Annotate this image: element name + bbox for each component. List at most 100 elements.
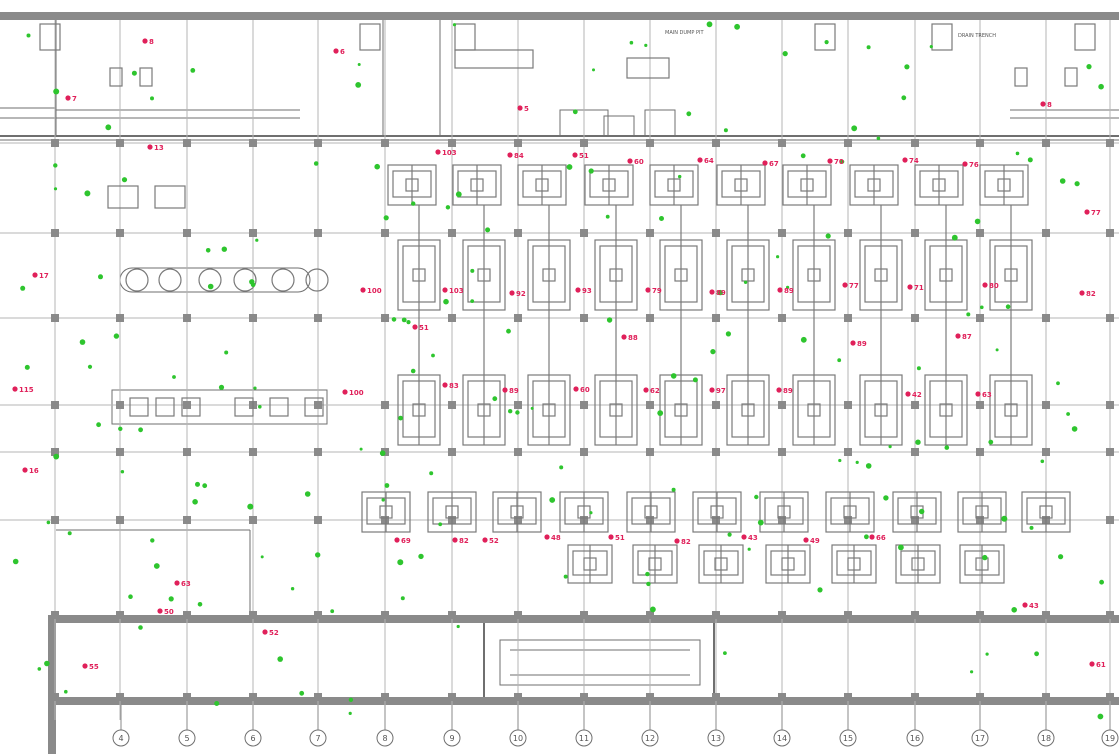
grid-bubble-label: 7 [315, 734, 320, 743]
green-marker [470, 268, 475, 273]
green-marker [1040, 459, 1045, 464]
green-marker [1034, 651, 1039, 657]
green-marker [851, 125, 858, 132]
column [844, 516, 852, 524]
column [448, 139, 456, 147]
grid-bubble-label: 13 [711, 734, 721, 743]
red-marker-dot [65, 95, 71, 101]
green-marker [589, 511, 593, 515]
grid-bubble-label: 18 [1041, 734, 1051, 743]
green-marker [1066, 412, 1070, 416]
column-grid [0, 20, 1119, 720]
green-marker [384, 483, 390, 488]
column [314, 448, 322, 456]
red-marker-label: 79 [652, 287, 662, 295]
red-marker-dot [507, 152, 513, 158]
equipment-unit [594, 374, 638, 446]
red-marker: 50 [157, 608, 174, 616]
red-marker-label: 89 [783, 387, 793, 395]
green-marker [20, 285, 26, 291]
column [1106, 516, 1114, 524]
red-marker-dot [982, 282, 988, 288]
column [778, 448, 786, 456]
column [448, 693, 456, 701]
green-marker [592, 68, 595, 72]
column [646, 611, 654, 619]
column [381, 229, 389, 237]
red-marker-dot [572, 152, 578, 158]
red-marker-dot [1022, 602, 1028, 608]
green-marker [710, 349, 716, 355]
green-marker [153, 563, 160, 569]
green-marker [915, 439, 921, 445]
column [183, 611, 191, 619]
grid-bubble: 10 [509, 705, 527, 747]
red-marker: 63 [174, 580, 191, 588]
green-marker [876, 136, 881, 141]
column [778, 516, 786, 524]
red-marker-dot [741, 534, 747, 540]
red-marker: 97 [709, 387, 726, 395]
red-marker: 43 [1022, 602, 1039, 610]
column [314, 401, 322, 409]
green-marker [776, 255, 780, 259]
red-marker-dot [842, 282, 848, 288]
green-marker [929, 45, 933, 49]
green-marker [723, 128, 728, 133]
red-marker: 89 [709, 289, 726, 297]
equipment-unit [989, 239, 1033, 311]
column [911, 448, 919, 456]
column [976, 139, 984, 147]
column [646, 229, 654, 237]
green-marker [605, 214, 610, 219]
green-marker [1099, 579, 1104, 585]
column [580, 448, 588, 456]
green-marker [566, 164, 573, 170]
green-marker [168, 596, 174, 602]
column [911, 611, 919, 619]
green-marker [572, 109, 578, 115]
column [1042, 12, 1050, 20]
red-marker-label: 63 [982, 391, 992, 399]
green-marker [786, 285, 790, 289]
grid-bubble: 9 [443, 705, 461, 747]
green-marker [1059, 178, 1066, 184]
column [514, 229, 522, 237]
equipment-unit [517, 164, 567, 206]
equipment-unit [849, 164, 899, 206]
green-marker [172, 375, 176, 379]
red-marker-label: 60 [634, 158, 644, 166]
red-marker: 87 [955, 333, 972, 341]
green-marker [96, 422, 101, 428]
column [976, 314, 984, 322]
red-marker: 79 [645, 287, 662, 295]
green-marker [1071, 426, 1078, 432]
column [844, 139, 852, 147]
column [1106, 229, 1114, 237]
column [911, 12, 919, 20]
column [778, 611, 786, 619]
red-marker-label: 67 [769, 160, 779, 168]
red-marker-label: 82 [459, 537, 469, 545]
column [976, 401, 984, 409]
column [448, 448, 456, 456]
grid-bubble-label: 12 [645, 734, 655, 743]
column [580, 12, 588, 20]
column [1042, 314, 1050, 322]
green-marker [670, 373, 677, 379]
green-marker [988, 439, 994, 445]
red-marker-label: 100 [367, 287, 382, 295]
red-marker: 67 [762, 160, 779, 168]
red-marker-label: 77 [1091, 209, 1101, 217]
green-marker [898, 544, 904, 551]
column [51, 448, 59, 456]
red-marker-label: 48 [551, 534, 561, 542]
red-marker-label: 5 [524, 105, 529, 113]
red-marker: 8 [1040, 101, 1052, 109]
red-marker: 51 [412, 324, 429, 332]
column [911, 401, 919, 409]
red-marker-label: 77 [849, 282, 859, 290]
green-marker [985, 652, 989, 656]
red-marker-dot [22, 467, 28, 473]
green-marker [221, 246, 227, 252]
